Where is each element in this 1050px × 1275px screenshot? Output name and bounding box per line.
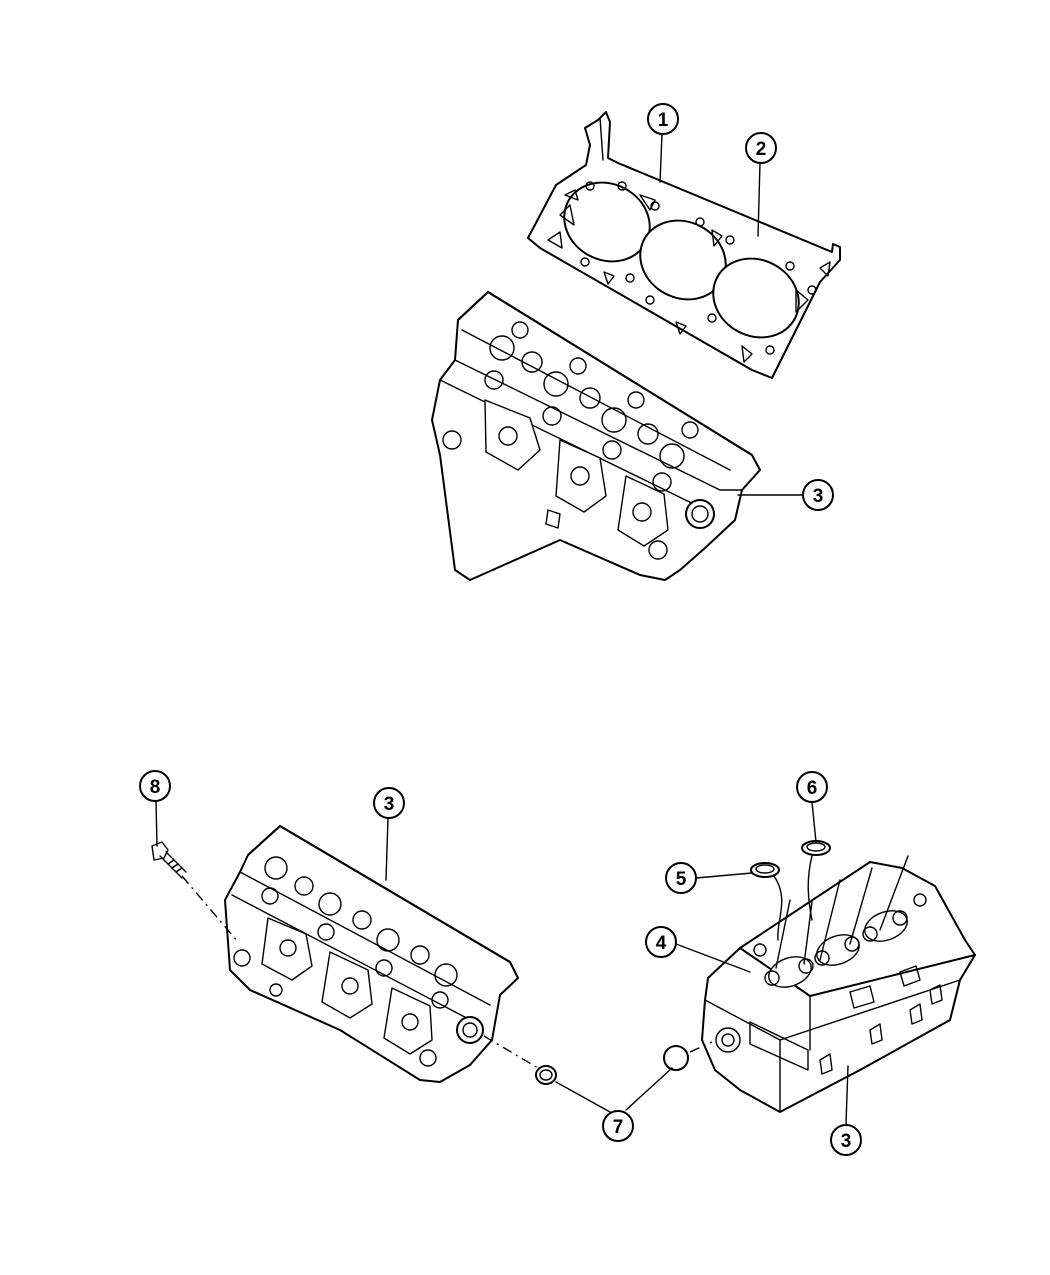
head-gasket — [527, 111, 841, 379]
svg-text:5: 5 — [676, 869, 687, 890]
svg-text:1: 1 — [658, 110, 669, 131]
cylinder-head-right — [701, 855, 976, 1113]
leader-lines — [155, 133, 849, 1125]
seal-ring-6 — [801, 840, 831, 921]
callout-3-top: 3 — [802, 479, 834, 511]
svg-text:3: 3 — [384, 794, 395, 815]
svg-text:3: 3 — [813, 486, 824, 507]
expansion-plug-right — [663, 1041, 713, 1071]
callout-3-left: 3 — [373, 787, 405, 819]
callout-5: 5 — [665, 862, 697, 894]
callout-7: 7 — [602, 1110, 634, 1142]
svg-text:7: 7 — [613, 1117, 624, 1138]
callout-3-right: 3 — [830, 1124, 862, 1156]
head-bolt — [151, 841, 239, 943]
callout-2: 2 — [745, 132, 777, 164]
cylinder-head-left — [224, 825, 519, 1083]
callout-4: 4 — [645, 926, 677, 958]
svg-text:4: 4 — [656, 933, 667, 954]
svg-text:6: 6 — [807, 778, 818, 799]
callout-6: 6 — [796, 771, 828, 803]
svg-text:2: 2 — [756, 139, 767, 160]
seal-ring-5 — [750, 862, 783, 941]
svg-text:8: 8 — [150, 777, 161, 798]
cylinder-head-top — [431, 291, 761, 581]
svg-text:3: 3 — [841, 1131, 852, 1152]
callout-8: 8 — [139, 770, 171, 802]
expansion-plug-left — [483, 1035, 557, 1085]
callout-1: 1 — [647, 103, 679, 135]
